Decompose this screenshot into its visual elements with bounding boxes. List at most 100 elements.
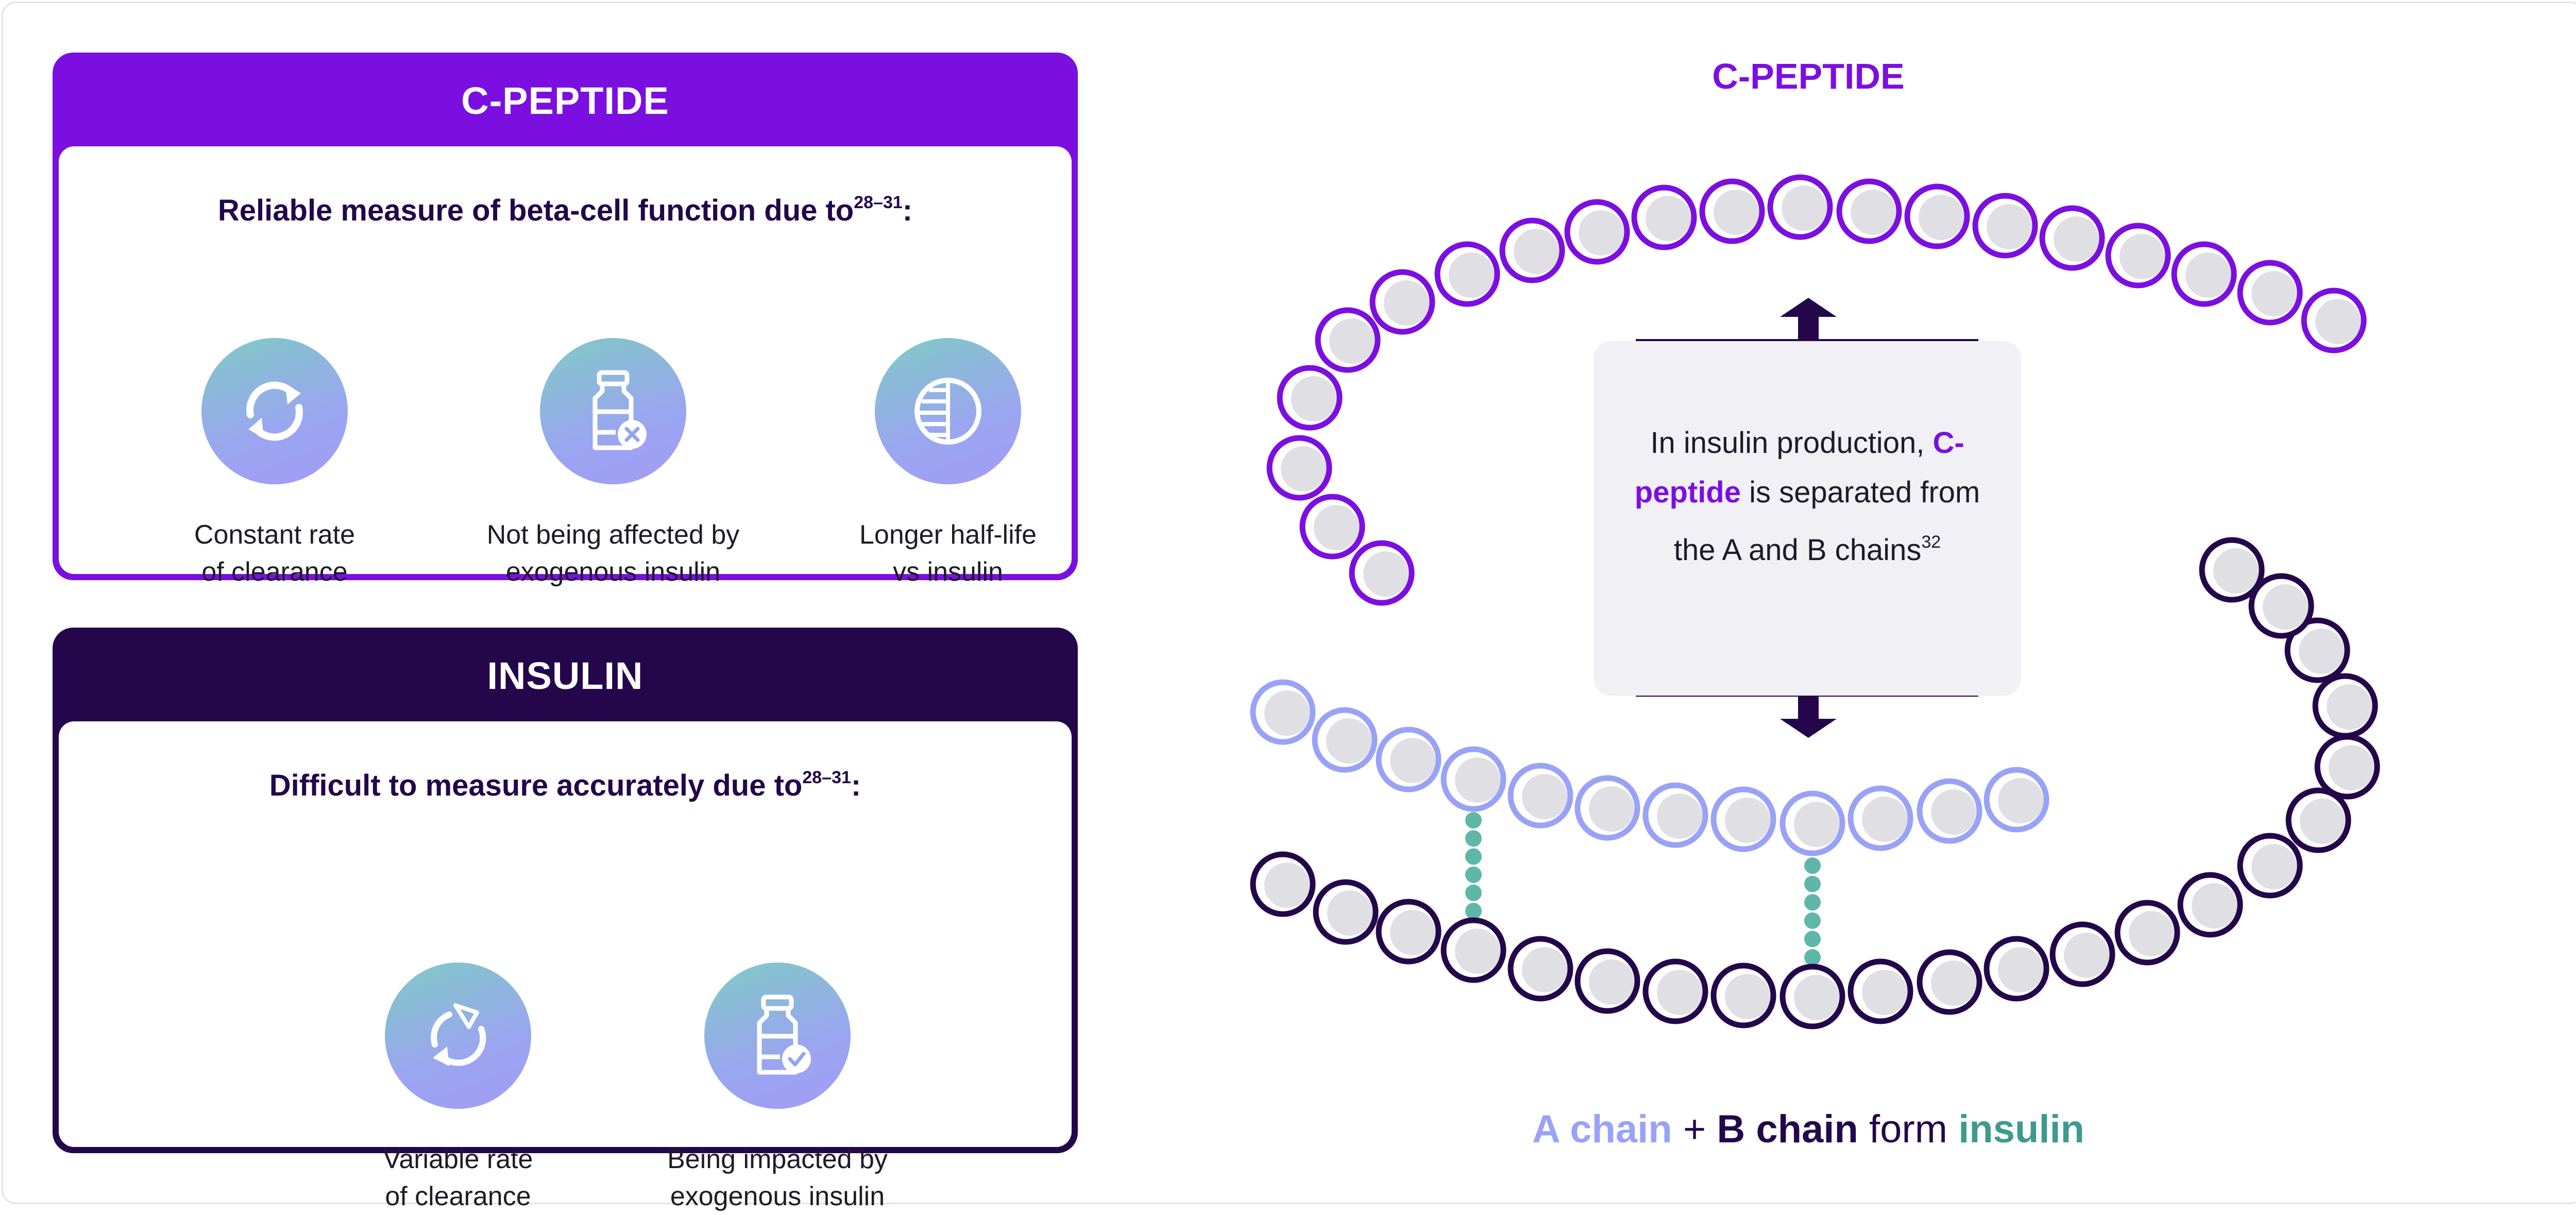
- cpeptide-card-subtitle: Reliable measure of beta-cell function d…: [217, 193, 913, 227]
- b-chain-bead: [1376, 899, 1442, 965]
- cpeptide-bead: [2105, 223, 2171, 289]
- cpeptide-bead: [1972, 193, 2038, 259]
- b-chain-bead: [1574, 948, 1640, 1014]
- b-chain-bead: [1848, 958, 1913, 1024]
- diagram-title: C-PEPTIDE: [1712, 56, 1905, 96]
- cpeptide-card-body: Reliable measure of beta-cell function d…: [59, 146, 1072, 587]
- insulin-card: INSULIN Difficult to measure accurately …: [53, 628, 1078, 1211]
- b-chain-bead: [1710, 963, 1776, 1028]
- caption-plus: +: [1683, 1107, 1706, 1151]
- cpeptide-bead: [1767, 174, 1833, 240]
- cpeptide-bead: [2171, 241, 2237, 307]
- caption-a-chain: A chain: [1532, 1107, 1672, 1151]
- b-chain-bead: [1313, 879, 1379, 945]
- cpeptide-bead: [2237, 260, 2303, 326]
- b-chain: [1250, 537, 2380, 1030]
- disulfide-bond: [1465, 812, 1482, 919]
- insulin-card-title: INSULIN: [487, 654, 643, 697]
- b-chain-bead: [1507, 936, 1573, 1002]
- feature-label: Not being affected by exogenous insulin: [486, 520, 740, 587]
- a-chain-bead: [1574, 775, 1640, 841]
- b-chain-bead: [2114, 900, 2180, 966]
- cpeptide-bead: [1631, 184, 1697, 250]
- a-chain-bead: [1642, 782, 1708, 848]
- caption-form: form: [1869, 1107, 1947, 1151]
- a-chain-bead: [1507, 763, 1573, 829]
- a-chain-bead: [1984, 767, 2049, 833]
- half-circle-lines-icon: [875, 338, 1021, 484]
- separation-explainer-box: In insulin production, C-peptide is sepa…: [1594, 341, 2021, 696]
- b-chain-bead: [2237, 833, 2303, 899]
- a-chain-bead: [1376, 727, 1442, 792]
- up-arrow-shaft: [1798, 314, 1819, 341]
- caption-insulin: insulin: [1958, 1107, 2084, 1151]
- b-chain-bead: [2312, 673, 2378, 739]
- a-chain-bead: [1848, 785, 1913, 851]
- refresh-cycle-icon: [201, 338, 348, 484]
- b-chain-bead: [2284, 617, 2350, 683]
- a-chain-bead: [1440, 746, 1506, 812]
- feature-label: Constant rate of clearance: [194, 520, 355, 587]
- vial-check-icon: [704, 963, 851, 1109]
- cpeptide-chain: [1266, 174, 2367, 606]
- b-chain-bead: [1440, 917, 1506, 983]
- cpeptide-feature-half-life: Longer half-life vs insulin: [783, 338, 1113, 590]
- insulin-card-subtitle: Difficult to measure accurately due to28…: [269, 768, 861, 802]
- insulin-feature-exogenous: Being impacted by exogenous insulin: [613, 963, 942, 1215]
- b-chain-bead: [2248, 573, 2314, 639]
- cpeptide-card-title: C-PEPTIDE: [461, 79, 669, 122]
- cpeptide-card: C-PEPTIDE Reliable measure of beta-cell …: [53, 53, 1078, 587]
- a-chain: [1250, 679, 2049, 856]
- cpeptide-bead: [2039, 205, 2105, 271]
- down-arrow-shaft: [1798, 696, 1819, 721]
- b-chain-bead: [1250, 851, 1316, 917]
- insulin-subtitle-reference: 28–31: [802, 768, 851, 787]
- cpeptide-feature-exogenous: Not being affected by exogenous insulin: [448, 338, 778, 590]
- b-chain-bead: [2314, 734, 2380, 800]
- separation-explainer-text: In insulin production, C-peptide is sepa…: [1634, 426, 1980, 567]
- disulfide-bond: [1804, 857, 1821, 966]
- b-chain-bead: [2199, 537, 2265, 603]
- variable-cycle-icon: [385, 963, 531, 1109]
- a-chain-bead: [1917, 778, 1982, 844]
- explainer-reference: 32: [1921, 532, 1941, 552]
- cpeptide-bead: [1266, 435, 1332, 501]
- disulfide-bonds: [1465, 812, 1821, 966]
- cpeptide-bead: [1349, 540, 1415, 606]
- feature-label: Longer half-life vs insulin: [859, 520, 1037, 587]
- separation-arrows: [1636, 298, 1978, 738]
- vial-x-icon: [540, 338, 686, 484]
- cpeptide-bead: [1699, 178, 1765, 244]
- b-chain-bead: [2285, 787, 2351, 853]
- cpeptide-bead: [1299, 494, 1365, 560]
- chain-caption: A chain + B chain form insulin: [1391, 1107, 2226, 1152]
- a-chain-bead: [1780, 790, 1845, 856]
- insulin-card-body: Difficult to measure accurately due to28…: [59, 721, 1072, 1211]
- a-chain-bead: [1250, 679, 1316, 745]
- b-chain-bead: [2177, 872, 2243, 938]
- feature-label: Variable rate of clearance: [383, 1144, 533, 1211]
- down-arrow-icon: [1780, 719, 1837, 738]
- a-chain-bead: [1710, 786, 1776, 852]
- cpeptide-bead: [1434, 241, 1500, 307]
- b-chain-bead: [2049, 921, 2115, 987]
- b-chain-bead: [1642, 958, 1708, 1024]
- feature-label: Being impacted by exogenous insulin: [667, 1144, 888, 1211]
- insulin-feature-clearance: Variable rate of clearance: [293, 963, 623, 1215]
- cpeptide-bead: [1369, 269, 1435, 335]
- cpeptide-bead: [1315, 307, 1381, 373]
- cpeptide-bead: [1836, 178, 1902, 244]
- cpeptide-bead: [2301, 288, 2367, 353]
- cpeptide-bead: [1564, 199, 1630, 265]
- cpeptide-bead: [1277, 365, 1343, 431]
- cpeptide-subtitle-reference: 28–31: [854, 193, 903, 212]
- caption-b-chain: B chain: [1717, 1107, 1858, 1151]
- a-chain-bead: [1312, 707, 1378, 773]
- cpeptide-feature-clearance: Constant rate of clearance: [110, 338, 439, 590]
- b-chain-bead: [1780, 964, 1845, 1030]
- cpeptide-bead: [1904, 183, 1970, 249]
- cpeptide-bead: [1499, 217, 1565, 283]
- b-chain-bead: [1917, 949, 1982, 1015]
